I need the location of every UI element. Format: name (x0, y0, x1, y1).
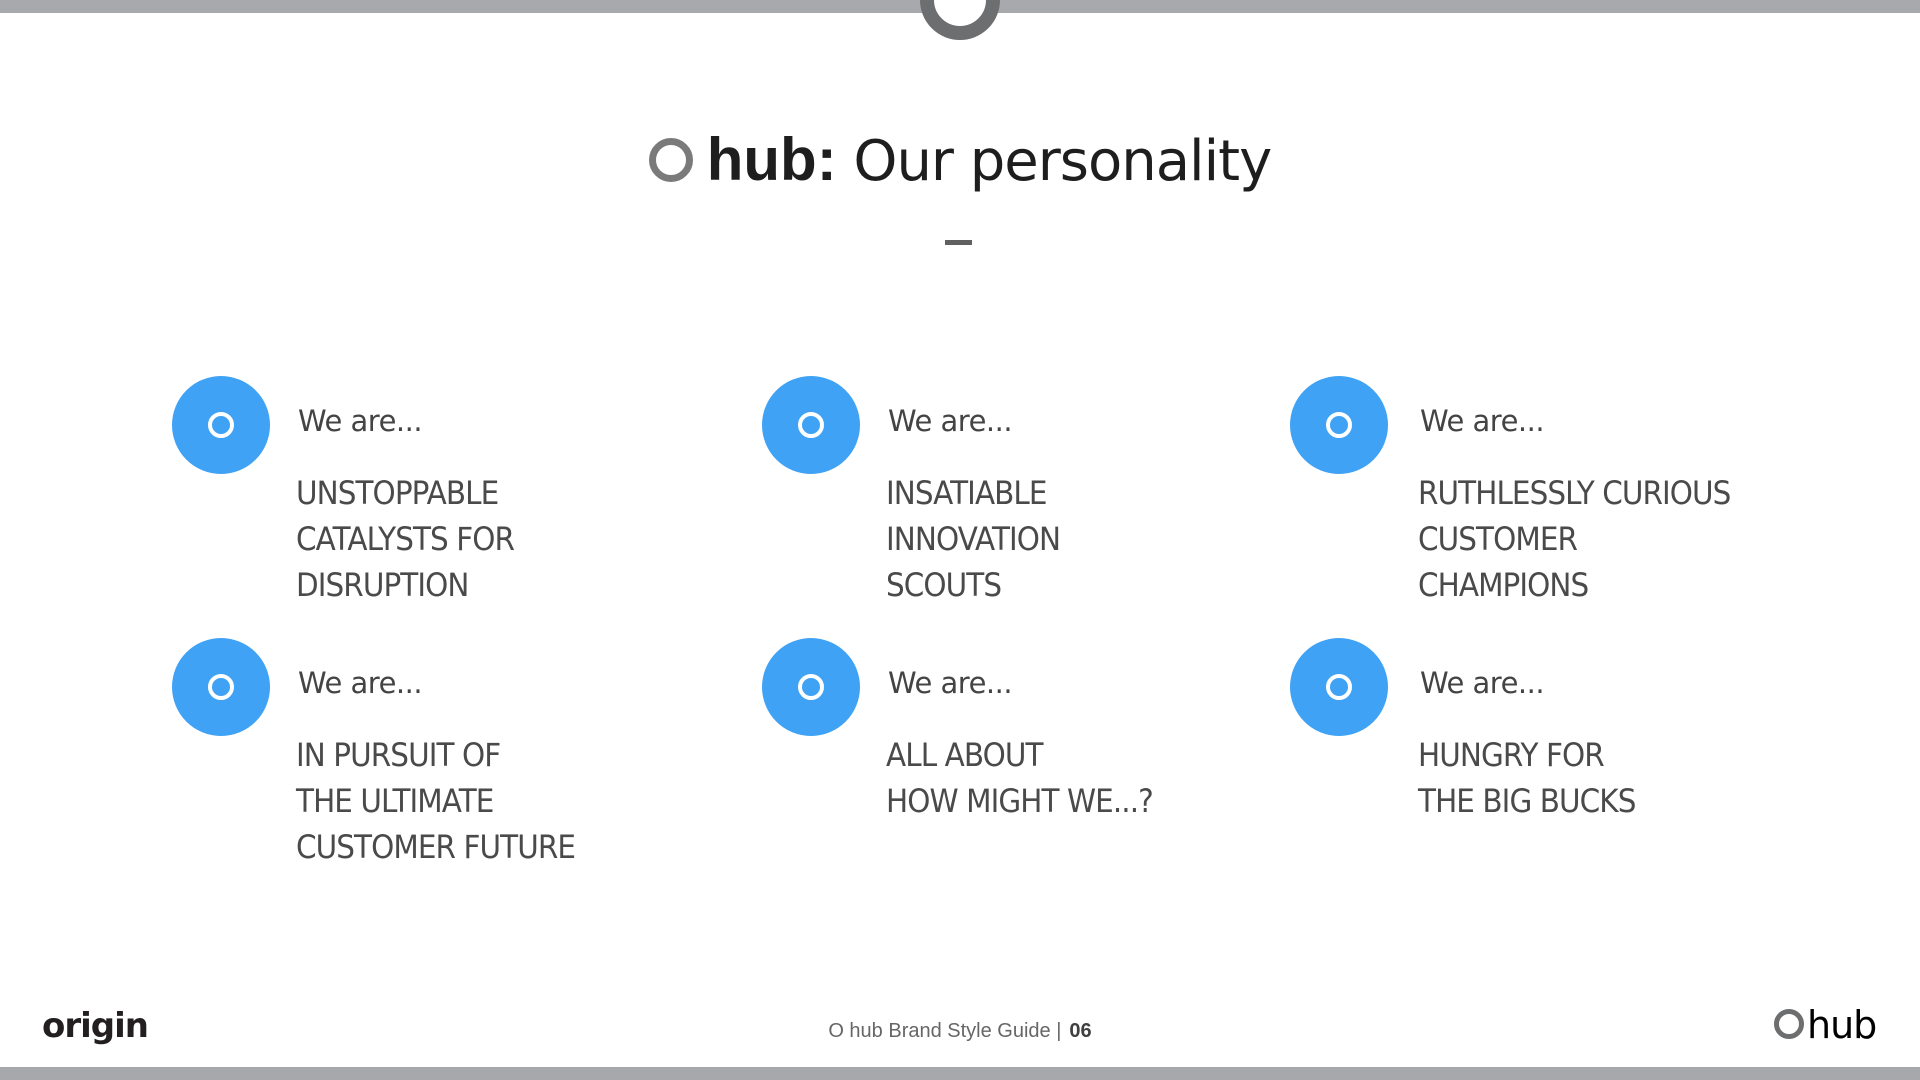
o-ring-icon (798, 674, 824, 700)
trait-bubble-icon (172, 638, 270, 736)
ohub-logo: hub (1774, 1003, 1877, 1047)
trait-line: CUSTOMER FUTURE (296, 828, 576, 866)
trait-line: HUNGRY FOR (1418, 736, 1605, 774)
trait-lead: We are... (298, 404, 423, 438)
title-divider (945, 240, 972, 245)
trait-line: RUTHLESSLY CURIOUS (1418, 474, 1731, 512)
trait-lead: We are... (888, 666, 1013, 700)
ohub-logo-word: hub (1807, 1003, 1877, 1047)
trait-card: We are... UNSTOPPABLE CATALYSTS FOR DISR… (172, 376, 732, 604)
trait-line: HOW MIGHT WE...? (886, 782, 1154, 820)
trait-line: THE BIG BUCKS (1418, 782, 1636, 820)
trait-lead: We are... (298, 666, 423, 700)
trait-bubble-icon (1290, 376, 1388, 474)
title-brand: hub: (706, 126, 837, 193)
page-number: 06 (1069, 1020, 1092, 1042)
trait-bubble-icon (1290, 638, 1388, 736)
trait-headline: ALL ABOUT HOW MIGHT WE...? (886, 732, 1176, 824)
trait-card: We are... HUNGRY FOR THE BIG BUCKS (1290, 638, 1850, 858)
trait-headline: IN PURSUIT OF THE ULTIMATE CUSTOMER FUTU… (296, 732, 599, 870)
bottom-bar (0, 1067, 1920, 1080)
o-ring-icon (208, 412, 234, 438)
o-ring-icon (920, 0, 1000, 40)
o-logo-icon (648, 138, 693, 182)
o-ring-icon (208, 674, 234, 700)
trait-line: CHAMPIONS (1418, 566, 1589, 604)
trait-card: We are... INSATIABLE INNOVATION SCOUTS (762, 376, 1322, 604)
o-ring-icon (1326, 674, 1352, 700)
trait-headline: UNSTOPPABLE CATALYSTS FOR DISRUPTION (296, 470, 533, 608)
trait-card: We are... IN PURSUIT OF THE ULTIMATE CUS… (172, 638, 732, 866)
trait-line: ALL ABOUT (886, 736, 1043, 774)
trait-bubble-icon (762, 638, 860, 736)
o-ring-icon (798, 412, 824, 438)
trait-lead: We are... (1420, 666, 1545, 700)
trait-line: CATALYSTS FOR (296, 520, 515, 558)
trait-line: THE ULTIMATE (296, 782, 494, 820)
o-ring-icon (1326, 412, 1352, 438)
trait-headline: RUTHLESSLY CURIOUS CUSTOMER CHAMPIONS (1418, 470, 1758, 608)
trait-line: SCOUTS (886, 566, 1002, 604)
trait-line: UNSTOPPABLE (296, 474, 499, 512)
trait-lead: We are... (888, 404, 1013, 438)
trait-line: INSATIABLE (886, 474, 1048, 512)
footer-guide-title: O hub Brand Style Guide | (828, 1020, 1062, 1042)
trait-bubble-icon (762, 376, 860, 474)
trait-line: DISRUPTION (296, 566, 469, 604)
trait-line: IN PURSUIT OF (296, 736, 501, 774)
trait-headline: HUNGRY FOR THE BIG BUCKS (1418, 732, 1654, 824)
origin-logo: origin (42, 1006, 149, 1046)
trait-bubble-icon (172, 376, 270, 474)
trait-line: INNOVATION (886, 520, 1061, 558)
o-logo-icon (1774, 1009, 1804, 1039)
title-text: Our personality (853, 129, 1272, 194)
trait-line: CUSTOMER (1418, 520, 1578, 558)
page-title: hub: Our personality (0, 124, 1920, 198)
trait-headline: INSATIABLE INNOVATION SCOUTS (886, 470, 1075, 608)
trait-card: We are... RUTHLESSLY CURIOUS CUSTOMER CH… (1290, 376, 1850, 604)
trait-lead: We are... (1420, 404, 1545, 438)
trait-card: We are... ALL ABOUT HOW MIGHT WE...? (762, 638, 1322, 858)
footer-caption: O hub Brand Style Guide | 06 (0, 1019, 1920, 1043)
